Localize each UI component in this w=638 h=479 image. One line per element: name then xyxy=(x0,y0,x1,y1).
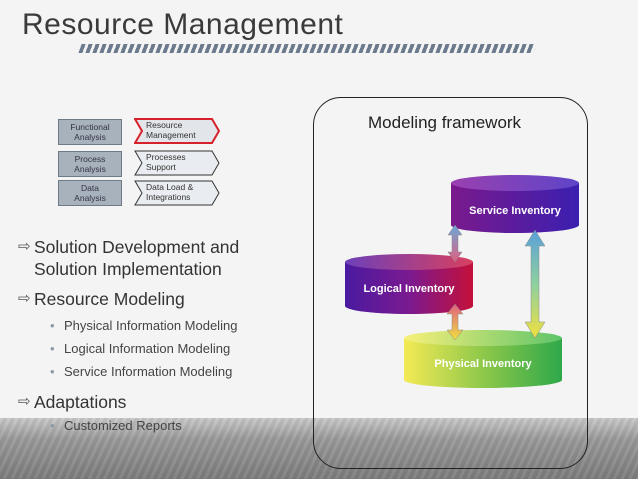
double-arrow-service-physical-icon xyxy=(524,229,546,339)
bullet-text: Adaptations xyxy=(34,392,127,412)
physical-inventory-cylinder xyxy=(404,330,562,388)
arrow-bullet-icon: ⇨ xyxy=(18,393,31,410)
bullet-text: Solution Development and xyxy=(34,237,240,257)
double-arrow-logical-physical-icon xyxy=(446,303,464,341)
sub-bullet-text: Logical Information Modeling xyxy=(64,341,231,356)
service-inventory-label: Service Inventory xyxy=(469,205,561,217)
sub-bullet-text: Physical Information Modeling xyxy=(64,318,238,333)
sub-bullet-text: Customized Reports xyxy=(64,418,182,433)
logical-inventory-label: Logical Inventory xyxy=(363,283,455,295)
arrow-bullet-icon: ⇨ xyxy=(18,290,31,307)
bullet-adaptations: ⇨ Adaptations xyxy=(18,391,318,413)
bullet-list: ⇨ Solution Development and Solution Impl… xyxy=(18,236,318,437)
slide-title: Resource Management xyxy=(22,8,344,41)
framework-title: Modeling framework xyxy=(368,113,522,132)
double-arrow-service-logical-icon xyxy=(447,224,463,263)
process-arrow-data-load: Data Load &Integrations xyxy=(134,180,220,206)
framework-frame xyxy=(313,97,588,469)
sub-bullet: •Logical Information Modeling xyxy=(50,341,231,356)
logical-inventory-cylinder xyxy=(345,254,473,314)
sub-bullet-text: Service Information Modeling xyxy=(64,364,233,379)
bullet-text: Solution Implementation xyxy=(34,259,222,279)
process-arrow-label: Data Load &Integrations xyxy=(146,182,194,202)
sub-bullet: •Customized Reports xyxy=(50,418,182,433)
sub-bullet: •Service Information Modeling xyxy=(50,364,233,379)
physical-inventory-label: Physical Inventory xyxy=(434,358,532,370)
arrow-bullet-icon: ⇨ xyxy=(18,238,31,255)
service-inventory-cylinder xyxy=(451,175,579,233)
bullet-solution: ⇨ Solution Development and Solution Impl… xyxy=(18,236,318,280)
sub-bullet: •Physical Information Modeling xyxy=(50,318,238,333)
bullet-resource-modeling: ⇨ Resource Modeling xyxy=(18,288,318,310)
bullet-text: Resource Modeling xyxy=(34,289,185,309)
